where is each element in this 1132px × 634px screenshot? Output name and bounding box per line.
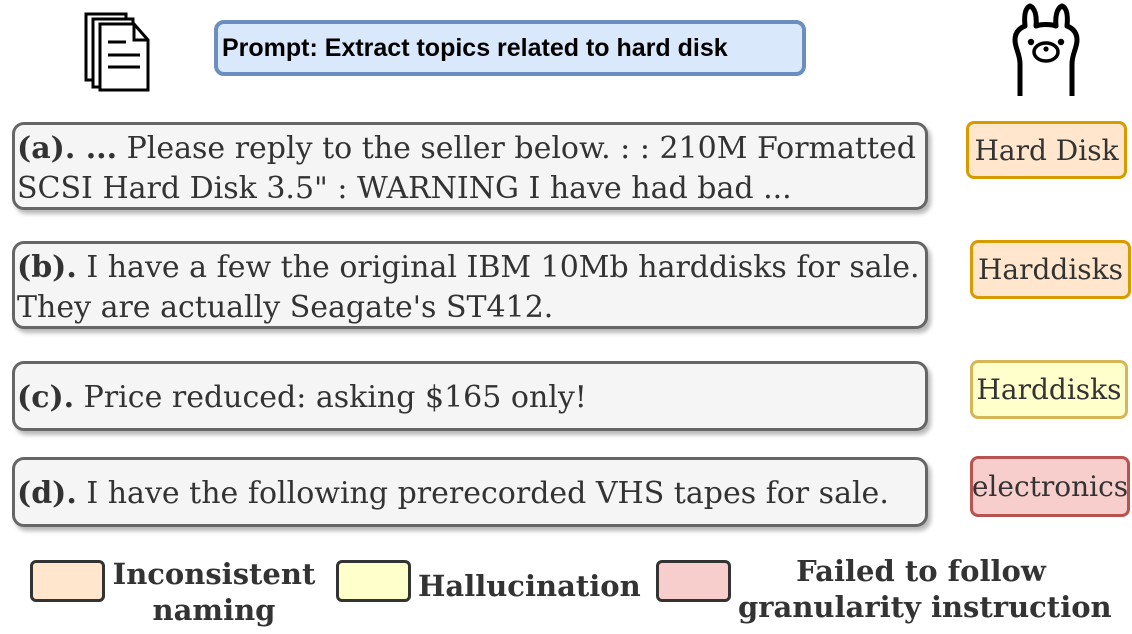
example-b-tag: (b). [17,250,77,285]
legend-inconsistent-swatch [30,560,105,602]
llama-icon [1012,3,1080,96]
prompt-box: Prompt: Extract topics related to hard d… [214,20,806,76]
example-b-text-line2: They are actually Seagate's ST412. [17,290,554,325]
prompt-text: Prompt: Extract topics related to hard d… [222,33,728,62]
label-c-chip: Harddisks [970,360,1128,419]
example-d-text: I have the following prerecorded VHS tap… [76,476,889,511]
example-a-tag: (a). ... [17,131,118,166]
label-c-text: Harddisks [976,373,1122,406]
label-a-text: Hard Disk [974,133,1119,167]
label-d-text: electronics [971,470,1129,503]
legend-granularity-swatch [656,560,731,602]
example-c-text: Price reduced: asking $165 only! [74,380,587,415]
example-c-tag: (c). [17,380,75,415]
label-a-chip: Hard Disk [966,121,1127,179]
label-d-chip: electronics [970,456,1130,517]
documents-icon [84,12,150,92]
example-a-box: (a). ... Please reply to the seller belo… [12,122,928,210]
example-c-box: (c). Price reduced: asking $165 only! [12,361,928,431]
label-b-chip: Harddisks [970,240,1131,299]
example-a-text-line1: Please reply to the seller below. : : 21… [117,131,916,166]
example-d-tag: (d). [17,476,77,511]
example-b-box: (b). I have a few the original IBM 10Mb … [12,241,928,329]
legend-hallucination-label: Hallucination [418,569,641,603]
legend-hallucination-swatch [336,560,411,602]
example-a-text-line2: SCSI Hard Disk 3.5" : WARNING I have had… [17,171,792,206]
label-b-text: Harddisks [977,253,1123,286]
legend-inconsistent-label: Inconsistent naming [112,557,316,627]
legend-granularity-label: Failed to follow granularity instruction [738,554,1112,624]
example-b-text-line1: I have a few the original IBM 10Mb hardd… [76,250,920,285]
example-d-box: (d). I have the following prerecorded VH… [12,457,928,527]
